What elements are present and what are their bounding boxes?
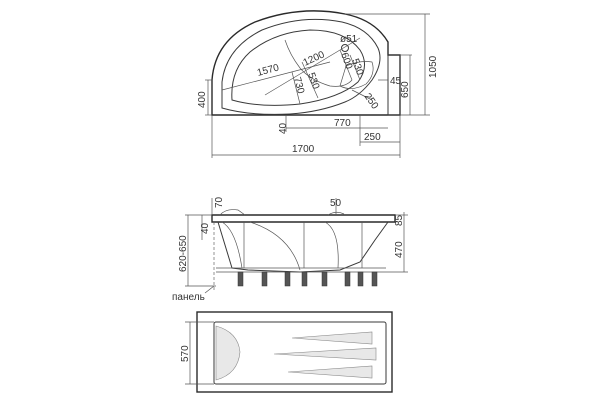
legs xyxy=(237,271,378,287)
label-730: 730 xyxy=(291,76,306,95)
label-1700: 1700 xyxy=(292,144,315,155)
label-40: 40 xyxy=(278,122,289,134)
drain-circle xyxy=(341,44,349,52)
label-1570: 1570 xyxy=(256,62,281,78)
leg xyxy=(321,271,328,287)
tub-headrest xyxy=(339,61,374,89)
label-400: 400 xyxy=(197,91,208,108)
corner-box xyxy=(387,54,401,116)
diag-600-line xyxy=(339,49,353,81)
diag-1200-line xyxy=(264,37,361,96)
label-85: 85 xyxy=(394,214,405,226)
leg xyxy=(357,271,364,287)
tub-outer-outline xyxy=(211,10,401,116)
label-620-650: 620-650 xyxy=(178,235,189,272)
label-650: 650 xyxy=(400,81,411,98)
label-770: 770 xyxy=(334,118,351,129)
side-tub-body xyxy=(217,221,389,273)
leg xyxy=(237,271,244,287)
leg xyxy=(261,271,268,287)
front-jet-middle xyxy=(273,347,377,361)
diag-250-line xyxy=(351,89,373,101)
leg xyxy=(344,271,351,287)
side-view: 70 50 40 620-650 470 85 панель xyxy=(172,196,408,303)
tub-rim-contour xyxy=(221,18,381,115)
side-rim xyxy=(211,214,396,223)
plan-view: 1700 1050 650 400 770 250 250 ø51 1570 1… xyxy=(197,10,439,158)
leg xyxy=(301,271,308,287)
front-inner xyxy=(213,321,387,385)
side-tub-inner xyxy=(221,221,339,271)
leg xyxy=(284,271,291,287)
label-250-diag: 250 xyxy=(362,91,381,111)
label-70: 70 xyxy=(214,196,225,208)
label-530: 530 xyxy=(305,71,321,91)
diag-530b-line xyxy=(349,54,361,81)
label-panel: панель xyxy=(172,292,205,303)
front-outer xyxy=(196,311,393,393)
front-view: 570 xyxy=(180,311,393,393)
label-250-bottom: 250 xyxy=(364,132,381,143)
label-drain: ø51 xyxy=(340,34,358,45)
tub-seat-contour xyxy=(284,39,353,87)
front-jet-bottom xyxy=(287,365,373,379)
side-headrest xyxy=(219,209,246,216)
label-1050: 1050 xyxy=(428,55,439,78)
diag-730-line xyxy=(291,71,301,105)
label-45: 45 xyxy=(390,76,402,87)
label-570: 570 xyxy=(180,345,191,362)
label-470: 470 xyxy=(394,241,405,258)
panel-leader xyxy=(204,285,215,294)
front-jet-top xyxy=(291,331,373,345)
front-headrest xyxy=(215,325,241,381)
label-side-40: 40 xyxy=(200,222,211,234)
label-50: 50 xyxy=(330,198,342,209)
diag-530-line xyxy=(301,61,319,99)
leg xyxy=(371,271,378,287)
